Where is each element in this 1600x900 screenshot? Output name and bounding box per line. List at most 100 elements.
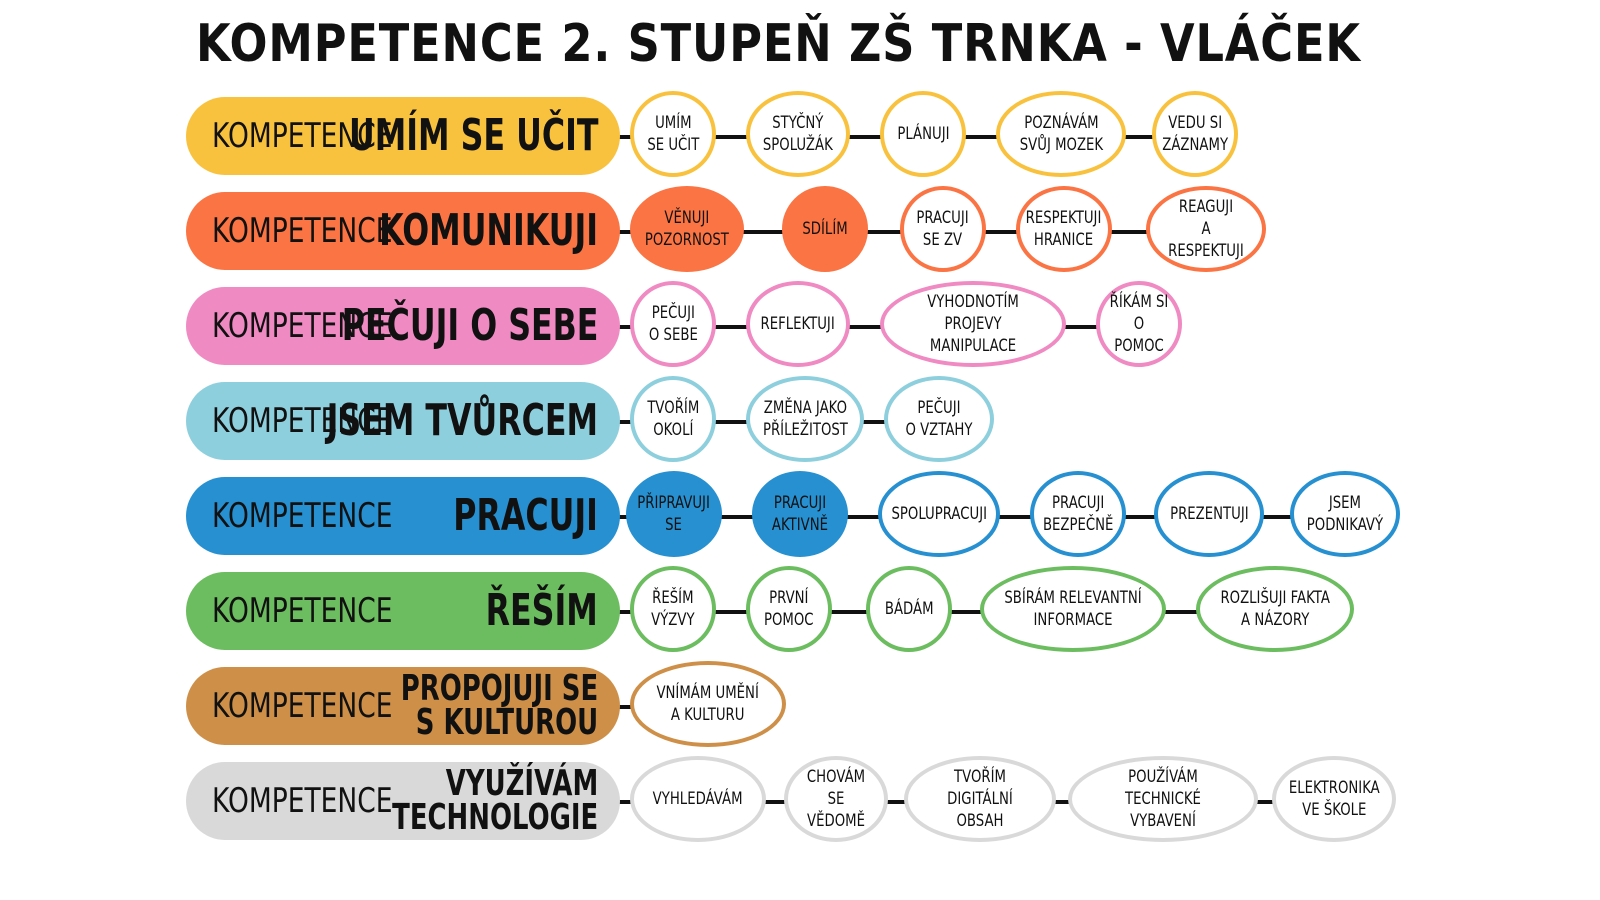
competence-name: PEČUJI O SEBE (341, 300, 598, 351)
skill-label: CHOVÁM SE VĚDOMĚ (806, 767, 866, 831)
competence-pill: KOMPETENCE PRACUJI (186, 477, 620, 555)
competence-name: PRACUJI (453, 490, 598, 541)
skill-node: PRVNÍ POMOC (746, 566, 832, 652)
skill-node: POZNÁVÁM SVŮJ MOZEK (996, 91, 1126, 177)
skill-node: VYHLEDÁVÁM (630, 756, 766, 842)
skill-node: UMÍM SE UČIT (630, 91, 716, 177)
skill-node: SDÍLÍM (782, 186, 868, 272)
skill-node: VYHODNOTÍM PROJEVY MANIPULACE (880, 281, 1066, 367)
skill-label: REAGUJI A RESPEKTUJI (1168, 197, 1244, 261)
skill-label: VYHODNOTÍM PROJEVY MANIPULACE (927, 292, 1019, 356)
competence-prefix: KOMPETENCE (212, 686, 393, 726)
skill-label: SBÍRÁM RELEVANTNÍ INFORMACE (1004, 588, 1142, 630)
skill-label: VNÍMÁM UMĚNÍ A KULTURU (656, 683, 760, 725)
skill-node: ROZLIŠUJI FAKTA A NÁZORY (1196, 566, 1354, 652)
skill-label: REFLEKTUJI (760, 314, 836, 334)
skill-node: PRACUJI SE ZV (900, 186, 986, 272)
page-title: KOMPETENCE 2. STUPEŇ ZŠ TRNKA - VLÁČEK (196, 14, 1361, 74)
skill-label: PREZENTUJI (1169, 504, 1249, 524)
skill-node: PRACUJI BEZPEČNĚ (1030, 471, 1126, 557)
skill-label: POZNÁVÁM SVŮJ MOZEK (1019, 113, 1103, 155)
competence-name: PROPOJUJI SE S KULTUROU (400, 668, 598, 743)
skill-label: PRACUJI SE ZV (916, 208, 970, 250)
skill-node: SPOLUPRACUJI (878, 471, 1000, 557)
skill-node: ZMĚNA JAKO PŘÍLEŽITOST (746, 376, 864, 462)
competence-prefix: KOMPETENCE (212, 781, 393, 821)
skill-node: STYČNÝ SPOLUŽÁK (746, 91, 850, 177)
skill-label: PEČUJI O VZTAHY (905, 398, 973, 440)
skill-node: RESPEKTUJI HRANICE (1016, 186, 1112, 272)
skill-label: PRACUJI BEZPEČNĚ (1042, 493, 1114, 535)
skill-label: TVOŘÍM DIGITÁLNÍ OBSAH (947, 767, 1013, 831)
skill-label: PEČUJI O SEBE (648, 303, 698, 345)
skill-label: JSEM PODNIKAVÝ (1306, 493, 1384, 535)
skill-label: ELEKTRONIKA VE ŠKOLE (1288, 778, 1380, 820)
skill-node: PRACUJI AKTIVNĚ (752, 471, 848, 557)
skill-node: ELEKTRONIKA VE ŠKOLE (1272, 756, 1396, 842)
competence-name: JSEM TVŮRCEM (326, 395, 598, 446)
skill-label: PLÁNUJI (896, 124, 950, 144)
competence-row: KOMPETENCE PRACUJI PŘIPRAVUJI SE PRACUJI AK… (0, 471, 1600, 557)
skill-node: CHOVÁM SE VĚDOMĚ (784, 756, 888, 842)
skill-node: VĚNUJI POZORNOST (630, 186, 744, 272)
skill-node: JSEM PODNIKAVÝ (1290, 471, 1400, 557)
competence-name: UMÍM SE UČIT (348, 110, 598, 161)
skill-node: VNÍMÁM UMĚNÍ A KULTURU (630, 661, 786, 747)
competence-prefix: KOMPETENCE (212, 116, 393, 156)
connector-line (600, 325, 1139, 329)
skill-label: PŘIPRAVUJI SE (637, 493, 711, 535)
skill-node: PEČUJI O VZTAHY (884, 376, 994, 462)
skill-node: REAGUJI A RESPEKTUJI (1146, 186, 1266, 272)
skill-label: RESPEKTUJI HRANICE (1026, 208, 1102, 250)
competence-name: ŘEŠÍM (485, 585, 598, 636)
skill-label: POUŽÍVÁM TECHNICKÉ VYBAVENÍ (1125, 767, 1201, 831)
skill-label: TVOŘÍM OKOLÍ (647, 398, 699, 440)
skill-node: ŘÍKÁM SI O POMOC (1096, 281, 1182, 367)
skill-label: PRACUJI AKTIVNĚ (771, 493, 829, 535)
competence-prefix: KOMPETENCE (212, 401, 393, 441)
skill-label: STYČNÝ SPOLUŽÁK (763, 113, 833, 155)
skill-label: SDÍLÍM (802, 219, 848, 239)
skill-label: ŘEŠÍM VÝZVY (651, 588, 695, 630)
competence-prefix: KOMPETENCE (212, 496, 393, 536)
skill-label: ZMĚNA JAKO PŘÍLEŽITOST (762, 398, 848, 440)
skill-label: PRVNÍ POMOC (764, 588, 814, 630)
skill-label: VEDU SI ZÁZNAMY (1162, 113, 1228, 155)
skill-label: BÁDÁM (884, 599, 934, 619)
skill-node: BÁDÁM (866, 566, 952, 652)
skill-node: PEČUJI O SEBE (630, 281, 716, 367)
skill-label: SPOLUPRACUJI (891, 504, 987, 524)
skill-node: ŘEŠÍM VÝZVY (630, 566, 716, 652)
skill-label: UMÍM SE UČIT (647, 113, 699, 155)
skill-node: PREZENTUJI (1154, 471, 1264, 557)
skill-node: REFLEKTUJI (746, 281, 850, 367)
competence-name: VYUŽÍVÁM TECHNOLOGIE (391, 763, 598, 838)
competence-prefix: KOMPETENCE (212, 211, 393, 251)
competence-name: KOMUNIKUJI (379, 205, 598, 256)
skill-node: TVOŘÍM OKOLÍ (630, 376, 716, 462)
competence-prefix: KOMPETENCE (212, 306, 393, 346)
skill-node: TVOŘÍM DIGITÁLNÍ OBSAH (904, 756, 1056, 842)
skill-label: ŘÍKÁM SI O POMOC (1109, 292, 1169, 356)
skill-node: SBÍRÁM RELEVANTNÍ INFORMACE (980, 566, 1166, 652)
skill-node: PLÁNUJI (880, 91, 966, 177)
skill-label: ROZLIŠUJI FAKTA A NÁZORY (1220, 588, 1330, 630)
skill-node: VEDU SI ZÁZNAMY (1152, 91, 1238, 177)
skill-label: VĚNUJI POZORNOST (644, 208, 730, 250)
skill-label: VYHLEDÁVÁM (653, 789, 743, 809)
skill-node: PŘIPRAVUJI SE (626, 471, 722, 557)
